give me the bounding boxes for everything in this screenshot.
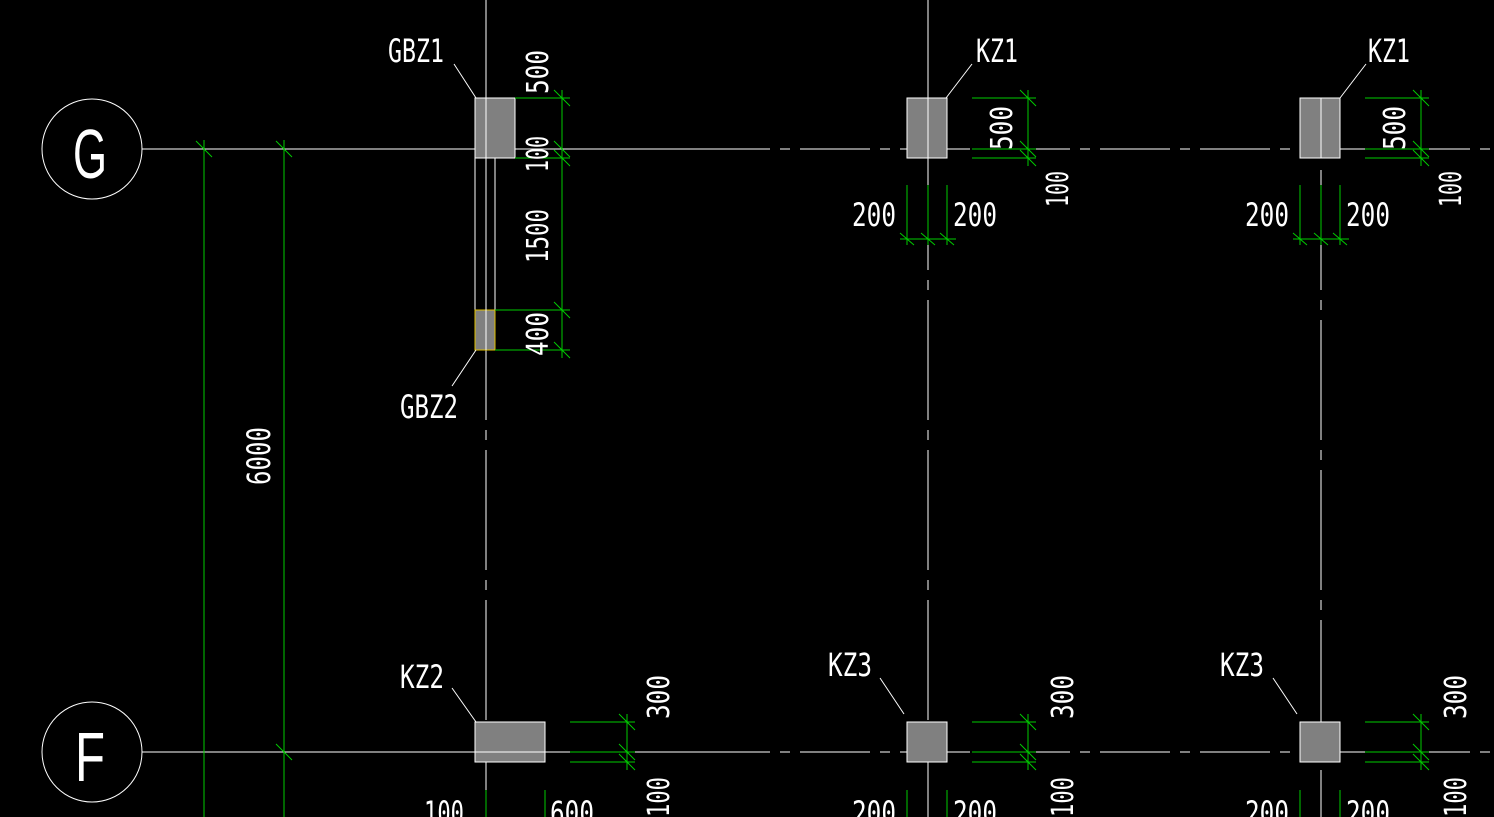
columns: [474, 97, 1341, 763]
axis-overlay: [475, 98, 1322, 753]
dim-kz3a-300: 300: [1046, 675, 1081, 719]
dim-kz1b-left: 200: [1245, 196, 1289, 234]
column-kz1-a[interactable]: [906, 97, 948, 159]
dim-kz3a-100: 100: [1046, 777, 1081, 817]
dim-kz1b-500: 500: [1378, 106, 1413, 150]
dim-gbz-400: 400: [521, 312, 556, 356]
label-gbz1[interactable]: GBZ1: [388, 32, 444, 70]
dim-kz1a-right: 200: [953, 196, 997, 234]
dim-kz2-right: 600: [550, 794, 594, 817]
dim-kz1a-left: 200: [852, 196, 896, 234]
column-gbz-web[interactable]: [474, 157, 496, 311]
dim-kz1a-100: 100: [1041, 171, 1076, 207]
grid-label-g: G: [73, 115, 107, 193]
grid-bubble-g[interactable]: G: [41, 98, 143, 200]
column-gbz1[interactable]: [474, 97, 516, 159]
kz3b-dimensions: [1299, 713, 1430, 817]
dim-kz1a-500: 500: [985, 106, 1020, 150]
grid-label-f: F: [75, 718, 105, 796]
column-kz2[interactable]: [474, 721, 546, 763]
label-gbz2[interactable]: GBZ2: [400, 388, 458, 426]
dim-kz2-100: 100: [642, 777, 677, 817]
column-kz1-b[interactable]: [1299, 97, 1341, 159]
label-kz3-a[interactable]: KZ3: [828, 646, 872, 684]
column-kz3-b[interactable]: [1299, 721, 1341, 763]
overall-dimension: [195, 140, 293, 817]
column-labels: GBZ1 GBZ2 KZ1 KZ1 KZ2 KZ3 KZ3: [388, 32, 1410, 696]
kz3a-dimensions: [906, 713, 1037, 817]
gbz-dimension-chain: [495, 89, 571, 359]
label-kz2[interactable]: KZ2: [400, 658, 444, 696]
label-kz1-b[interactable]: KZ1: [1368, 32, 1410, 70]
dim-gbz-1500: 1500: [521, 209, 556, 263]
grid-bubble-f[interactable]: F: [41, 701, 143, 803]
dim-gbz-100: 100: [521, 136, 556, 172]
horizontal-axis-lines: [142, 148, 1494, 753]
kz1a-dimensions: [899, 89, 1037, 246]
dim-kz3b-left: 200: [1245, 794, 1289, 817]
vertical-axis-lines: [485, 0, 1322, 817]
column-gbz2[interactable]: [474, 309, 496, 351]
dim-kz2-300: 300: [642, 675, 677, 719]
dim-kz3a-right: 200: [953, 794, 997, 817]
kz1b-dimensions: [1292, 89, 1430, 246]
dim-kz3b-100: 100: [1439, 777, 1474, 817]
dim-kz3b-300: 300: [1439, 675, 1474, 719]
dim-gbz-500: 500: [521, 50, 556, 94]
kz2-dimensions: [485, 713, 636, 817]
dim-kz3a-left: 200: [852, 794, 896, 817]
dim-kz1b-right: 200: [1346, 196, 1390, 234]
label-kz3-b[interactable]: KZ3: [1220, 646, 1264, 684]
dim-kz1b-100: 100: [1434, 171, 1469, 207]
label-kz1-a[interactable]: KZ1: [976, 32, 1018, 70]
leader-lines: [451, 63, 1367, 723]
dim-kz2-left: 100: [424, 794, 464, 817]
dim-kz3b-right: 200: [1346, 794, 1390, 817]
column-kz3-a[interactable]: [906, 721, 948, 763]
overall-dimension-text: 6000: [240, 427, 278, 485]
